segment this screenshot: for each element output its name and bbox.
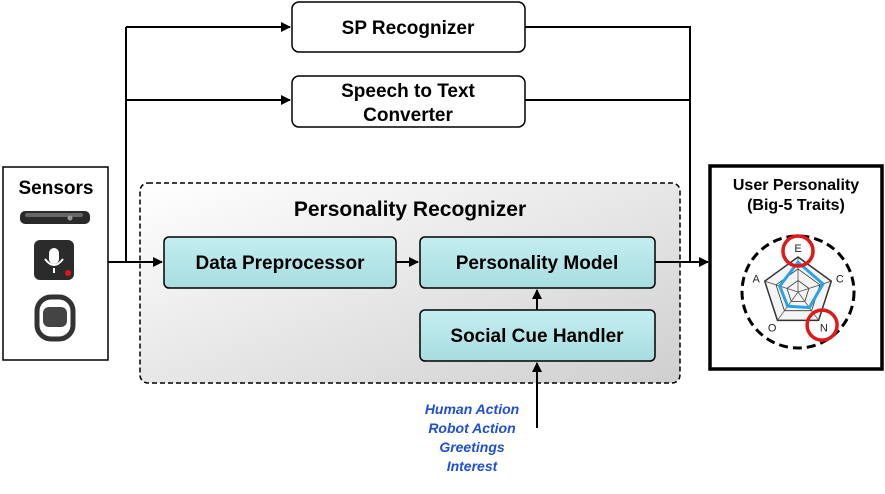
radar-outer-circle	[740, 234, 856, 350]
microphone-app-icon	[34, 240, 74, 280]
data-preprocessor-label: Data Preprocessor	[196, 253, 366, 274]
smartwatch-icon	[34, 294, 76, 342]
social-cue-handler-box: Social Cue Handler	[419, 309, 656, 362]
radar-grid-ring	[786, 279, 810, 302]
trait-label-N: N	[820, 323, 828, 335]
social-cues-list: Human Action Robot Action Greetings Inte…	[425, 401, 519, 474]
data-preprocessor-box: Data Preprocessor	[163, 236, 397, 289]
social-cue-handler-label: Social Cue Handler	[450, 326, 624, 347]
social-cue-item: Interest	[447, 458, 499, 474]
personality-model-box: Personality Model	[419, 236, 656, 289]
sp-recognizer-out-line	[525, 26, 691, 262]
personality-recognizer-title: Personality Recognizer	[294, 198, 526, 221]
connectors	[108, 22, 709, 428]
speech-to-text-box: Speech to Text Converter	[291, 75, 526, 128]
speech-to-text-line2: Converter	[363, 105, 453, 126]
social-cue-item: Human Action	[425, 401, 519, 417]
radar-profile-series	[777, 260, 825, 310]
sensors-title: Sensors	[19, 178, 94, 199]
big5-radar-chart: E C N O A	[740, 234, 856, 350]
social-cue-item: Robot Action	[428, 420, 515, 436]
sp-recognizer-box: SP Recognizer	[291, 1, 526, 53]
personality-model-label: Personality Model	[456, 253, 619, 274]
user-personality-line1: User Personality	[733, 177, 859, 194]
speech-to-text-line1: Speech to Text	[341, 81, 475, 102]
trait-label-O: O	[768, 323, 777, 335]
trait-label-C: C	[836, 273, 844, 285]
trait-label-A: A	[752, 273, 760, 285]
radar-grid-ring	[775, 268, 821, 312]
highlight-circle-N	[805, 308, 839, 342]
trait-label-E: E	[794, 243, 801, 255]
camera-sensor-icon	[20, 211, 90, 224]
sensors-box: Sensors	[2, 166, 109, 361]
highlight-circle-E	[781, 234, 815, 268]
sp-recognizer-label: SP Recognizer	[342, 18, 475, 39]
user-personality-line2: (Big-5 Traits)	[747, 197, 845, 214]
social-cue-item: Greetings	[439, 439, 505, 455]
radar-spoke	[797, 280, 832, 293]
user-personality-box: User Personality (Big-5 Traits) E C N O A	[708, 164, 884, 371]
